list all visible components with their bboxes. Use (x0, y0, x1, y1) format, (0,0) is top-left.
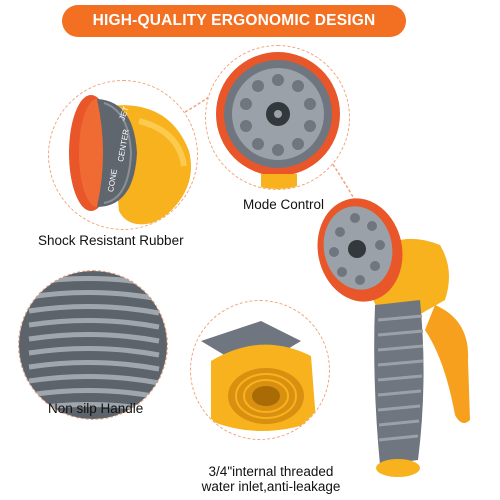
handle-grip-closeup (18, 270, 168, 420)
nozzle-head-closeup: CONE CENTER JET (48, 80, 198, 230)
inlet-line-2: water inlet,anti-leakage (201, 479, 341, 494)
non-slip-handle-label: Non silp Handle (48, 401, 144, 416)
mode-control-label: Mode Control (243, 197, 325, 212)
inlet-connector-closeup (190, 300, 330, 440)
inlet-line-1: 3/4"internal threaded (208, 464, 334, 479)
mode-dial-closeup (205, 45, 350, 190)
inlet-description: 3/4"internal threaded water inlet,anti-l… (200, 464, 342, 494)
shock-resistant-label: Shock Resistant Rubber (38, 233, 184, 248)
headline-banner: HIGH-QUALITY ERGONOMIC DESIGN (62, 5, 406, 37)
headline-text: HIGH-QUALITY ERGONOMIC DESIGN (92, 12, 376, 29)
